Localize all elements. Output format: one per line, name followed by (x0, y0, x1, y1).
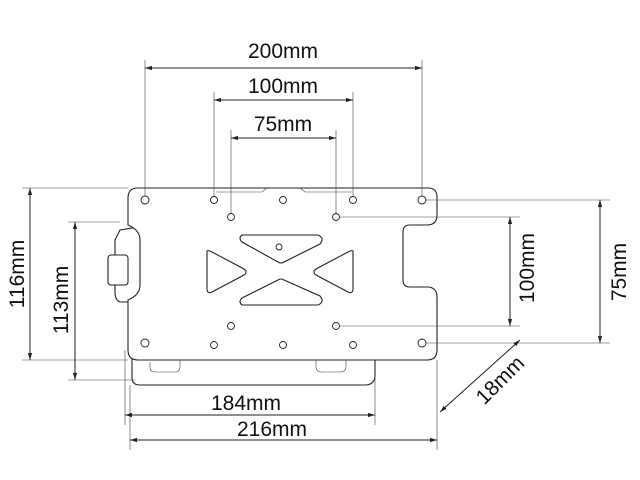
dim-100mm-horizontal: 100mm (248, 75, 318, 98)
dim-18mm: 18mm (472, 352, 530, 410)
dim-100mm-vertical: 100mm (516, 233, 539, 303)
dim-184mm: 184mm (211, 392, 281, 415)
extension-lines (22, 60, 610, 450)
dim-116mm: 116mm (6, 240, 29, 308)
main-plate (127, 187, 438, 361)
plate-cutouts (206, 234, 354, 306)
dim-216mm: 216mm (237, 418, 307, 441)
dimension-lines (27, 65, 603, 443)
dim-75mm-horizontal: 75mm (254, 113, 312, 136)
dim-75mm-vertical: 75mm (608, 243, 631, 301)
dim-113mm: 113mm (50, 266, 73, 334)
dim-200mm: 200mm (248, 40, 318, 63)
